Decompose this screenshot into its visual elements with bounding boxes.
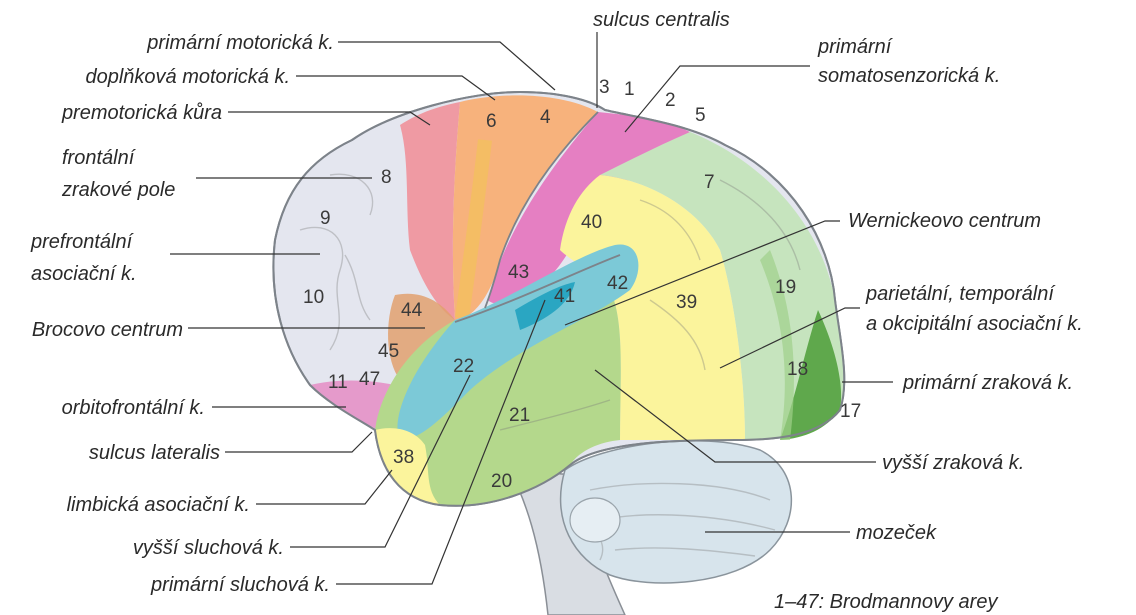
label-sulcus-lateralis: sulcus lateralis — [89, 442, 220, 464]
label-pto-association-1: parietální, temporální — [865, 283, 1056, 305]
area-number: 2 — [665, 90, 676, 111]
area-number: 45 — [378, 341, 399, 362]
label-frontal-eye-field-2: zrakové pole — [61, 179, 175, 201]
label-broca: Brocovo centrum — [32, 319, 183, 341]
area-number: 17 — [840, 401, 861, 422]
label-orbitofrontal: orbitofrontální k. — [62, 397, 205, 419]
label-primary-visual: primární zraková k. — [902, 372, 1073, 394]
label-primary-somatosensory-1: primární — [817, 36, 894, 58]
area-number: 21 — [509, 405, 530, 426]
label-limbic: limbická asociační k. — [67, 494, 250, 516]
area-number: 4 — [540, 107, 551, 128]
area-number: 41 — [554, 286, 575, 307]
label-higher-auditory: vyšší sluchová k. — [133, 537, 284, 559]
area-number: 3 — [599, 77, 610, 98]
label-supplementary-motor: doplňková motorická k. — [85, 66, 290, 88]
area-number: 22 — [453, 356, 474, 377]
label-premotor: premotorická kůra — [61, 102, 222, 124]
label-primary-auditory: primární sluchová k. — [150, 574, 330, 596]
area-number: 6 — [486, 111, 497, 132]
area-number: 39 — [676, 292, 697, 313]
label-primary-motor: primární motorická k. — [146, 32, 334, 54]
area-number: 20 — [491, 471, 512, 492]
area-number: 7 — [704, 172, 715, 193]
label-prefrontal-2: asociační k. — [31, 263, 137, 285]
label-primary-somatosensory-2: somatosenzorická k. — [818, 65, 1000, 87]
area-number: 44 — [401, 300, 423, 321]
area-number: 11 — [328, 372, 348, 393]
area-number: 42 — [607, 273, 628, 294]
label-wernicke: Wernickeovo centrum — [848, 210, 1041, 232]
label-cerebellum: mozeček — [856, 522, 937, 544]
label-sulcus-centralis: sulcus centralis — [593, 9, 730, 31]
caption: 1–47: Brodmannovy arey — [774, 591, 998, 613]
area-number: 1 — [624, 79, 635, 100]
area-number: 40 — [581, 212, 602, 233]
label-pto-association-2: a okcipitální asociační k. — [866, 313, 1083, 335]
area-number: 19 — [775, 277, 796, 298]
area-number: 43 — [508, 262, 529, 283]
area-number: 8 — [381, 167, 392, 188]
area-number: 5 — [695, 105, 706, 126]
label-prefrontal-1: prefrontální — [30, 231, 135, 253]
area-number: 18 — [787, 359, 808, 380]
area-number: 9 — [320, 208, 331, 229]
label-frontal-eye-field-1: frontální — [62, 147, 137, 169]
area-number: 47 — [359, 369, 380, 390]
area-number: 38 — [393, 447, 414, 468]
label-higher-visual: vyšší zraková k. — [882, 452, 1024, 474]
area-number: 10 — [303, 287, 324, 308]
